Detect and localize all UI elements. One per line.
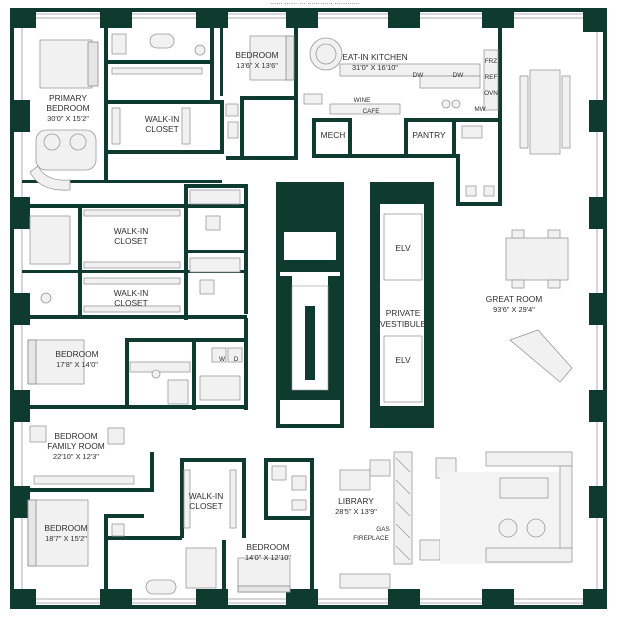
dw-1-label: DW — [413, 72, 425, 79]
pantry-label: PANTRY — [412, 130, 446, 140]
private-vestibule-label-1: PRIVATE — [386, 308, 421, 318]
elv-upper-label: ELV — [395, 243, 411, 253]
eat-in-kitchen-label: EAT-IN KITCHEN — [342, 52, 407, 62]
furniture — [27, 33, 573, 595]
bedroom-3-label: BEDROOM — [44, 523, 87, 533]
bedroom-2-dims: 17'8" X 14'0" — [56, 360, 98, 369]
primary-bedroom-label-2: BEDROOM — [46, 103, 89, 113]
bedroom-4-label: BEDROOM — [246, 542, 289, 552]
bedroom-4-dims: 14'0" X 12'10" — [245, 553, 291, 562]
primary-bedroom-label-1: PRIMARY — [49, 93, 87, 103]
walkin-closet-1-label-1: WALK-IN — [145, 114, 180, 124]
ovn-label: OVN — [484, 90, 498, 97]
family-room-label-1: BEDROOM — [54, 431, 97, 441]
walkin-closet-2-label-1: WALK-IN — [114, 226, 149, 236]
bedroom-2-label: BEDROOM — [55, 349, 98, 359]
service-elevator-core — [280, 186, 340, 400]
mech-label: MECH — [321, 130, 346, 140]
walkin-closet-3-label-1: WALK-IN — [114, 288, 149, 298]
great-room-label: GREAT ROOM — [486, 294, 542, 304]
mw-label: MW — [474, 106, 486, 113]
private-vestibule-label-2: VESTIBULE — [380, 319, 426, 329]
walkin-closet-2-label-2: CLOSET — [114, 236, 148, 246]
elv-lower-label: ELV — [395, 355, 411, 365]
family-room-dims: 22'10" X 12'3" — [53, 452, 99, 461]
washer-label: W — [219, 356, 226, 363]
library-dims: 28'5" X 13'9" — [335, 507, 377, 516]
cafe-label: CAFE — [362, 108, 379, 115]
room-labels: PRIMARY BEDROOM 30'0" X 15'2" WALK-IN CL… — [44, 50, 542, 562]
service-elv-label-1: SERVICE — [292, 238, 329, 248]
dw-2-label: DW — [453, 72, 465, 79]
walkin-closet-4-label-2: CLOSET — [189, 501, 223, 511]
wine-label: WINE — [354, 97, 371, 104]
bedroom-3-dims: 18'7" X 15'2" — [45, 534, 87, 543]
walkin-closet-4-label-1: WALK-IN — [189, 491, 224, 501]
great-room-dims: 93'6" X 29'4" — [493, 305, 535, 314]
dryer-label: D — [234, 356, 239, 363]
walkin-closet-1-label-2: CLOSET — [145, 124, 179, 134]
library-label: LIBRARY — [338, 496, 374, 506]
gas-fireplace-label-2: FIREPLACE — [353, 535, 389, 542]
bedroom-1-label: BEDROOM — [235, 50, 278, 60]
gas-fireplace-label-1: GAS — [376, 526, 390, 533]
service-elv-label-2: ELV — [302, 249, 318, 259]
structural-columns — [10, 8, 607, 609]
private-elevator-core — [374, 186, 430, 424]
bedroom-1-dims: 13'6" X 13'6" — [236, 61, 278, 70]
frz-label: FRZ — [485, 58, 498, 65]
header-text: …… …… … ………… ………… — [270, 0, 360, 6]
eat-in-kitchen-dims: 31'0" X 16'10" — [352, 63, 398, 72]
interior-walls — [22, 26, 502, 594]
ref-label: REF — [485, 74, 498, 81]
family-room-label-2: FAMILY ROOM — [47, 441, 104, 451]
primary-bedroom-dims: 30'0" X 15'2" — [47, 114, 89, 123]
walkin-closet-3-label-2: CLOSET — [114, 298, 148, 308]
